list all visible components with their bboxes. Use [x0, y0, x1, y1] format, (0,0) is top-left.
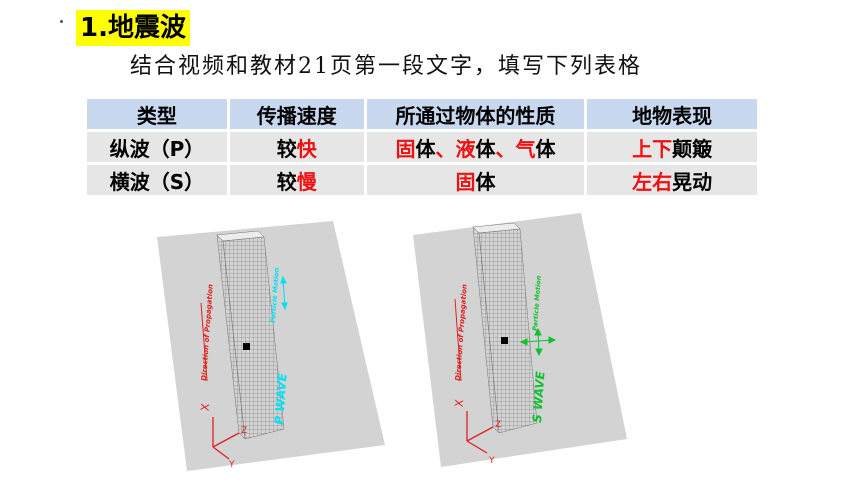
effect-key: 左右	[632, 169, 673, 194]
cell-effect: 上下颠簸	[587, 132, 757, 162]
header-medium: 所通过物体的性质	[366, 99, 585, 129]
motion-arrow-icon	[519, 327, 557, 357]
cell-speed: 较慢	[229, 165, 364, 195]
column-side-face	[222, 236, 285, 440]
effect-key: 上下	[632, 136, 673, 161]
s-wave-diagram: X Z Y Direction of Propagation Particle …	[413, 213, 627, 467]
motion-label: Particle Motion	[269, 267, 281, 323]
medium-part: 体	[475, 136, 496, 161]
table-header-row: 类型 传播速度 所通过物体的性质 地物表现	[87, 99, 757, 129]
axis-y-label: Y	[228, 460, 235, 470]
wave-table: 类型 传播速度 所通过物体的性质 地物表现 纵波（P） 较快 固体、液体、气体 …	[84, 96, 760, 198]
motion-arrow-icon	[280, 275, 288, 311]
cell-type: 纵波（P）	[87, 132, 227, 162]
axis-z-label: Z	[495, 420, 501, 430]
speed-key: 慢	[296, 169, 317, 194]
propagation-arrow	[200, 302, 208, 382]
axis-triad	[466, 411, 494, 454]
instruction-text: 结合视频和教材21页第一段文字，填写下列表格	[130, 54, 642, 79]
column-side-face	[478, 228, 538, 434]
medium-part: 体	[475, 169, 496, 194]
p-wave-diagram: X Z Y Direction of Propagation Particle …	[157, 221, 385, 471]
axis-y-label: Y	[488, 456, 495, 466]
medium-part: 固	[395, 136, 416, 161]
cell-type: 横波（S）	[87, 165, 227, 195]
axis-triad	[212, 417, 240, 460]
motion-label: Particle Motion	[531, 275, 543, 331]
effect-suffix: 颠簸	[672, 136, 713, 161]
speed-key: 快	[296, 136, 317, 161]
table-row: 横波（S） 较慢 固体 左右晃动	[87, 165, 757, 195]
medium-part: 、	[495, 136, 516, 161]
cell-effect: 左右晃动	[587, 165, 757, 195]
particle-marker	[243, 343, 250, 350]
medium-part: 固	[455, 169, 476, 194]
medium-part: 、	[435, 136, 456, 161]
axis-z-label: Z	[241, 426, 247, 436]
page-title: 1.地震波	[76, 10, 190, 46]
header-speed: 传播速度	[229, 99, 364, 129]
speed-prefix: 较	[276, 169, 297, 194]
wave-label: P WAVE	[272, 372, 290, 425]
medium-part: 气	[515, 136, 536, 161]
particle-marker	[501, 337, 508, 344]
cell-medium: 固体、液体、气体	[366, 132, 585, 162]
speed-prefix: 较	[276, 136, 297, 161]
medium-part: 液	[455, 136, 476, 161]
axis-x-label: X	[199, 402, 213, 411]
bullet-dot	[60, 20, 63, 23]
medium-part: 体	[415, 136, 436, 161]
axis-x-label: X	[453, 398, 467, 407]
header-type: 类型	[87, 99, 227, 129]
cell-speed: 较快	[229, 132, 364, 162]
effect-suffix: 晃动	[672, 169, 713, 194]
medium-part: 体	[535, 136, 556, 161]
table-row: 纵波（P） 较快 固体、液体、气体 上下颠簸	[87, 132, 757, 162]
wave-label: S WAVE	[530, 370, 548, 423]
header-effect: 地物表现	[587, 99, 757, 129]
propagation-arrow	[454, 298, 462, 382]
cell-medium: 固体	[366, 165, 585, 195]
